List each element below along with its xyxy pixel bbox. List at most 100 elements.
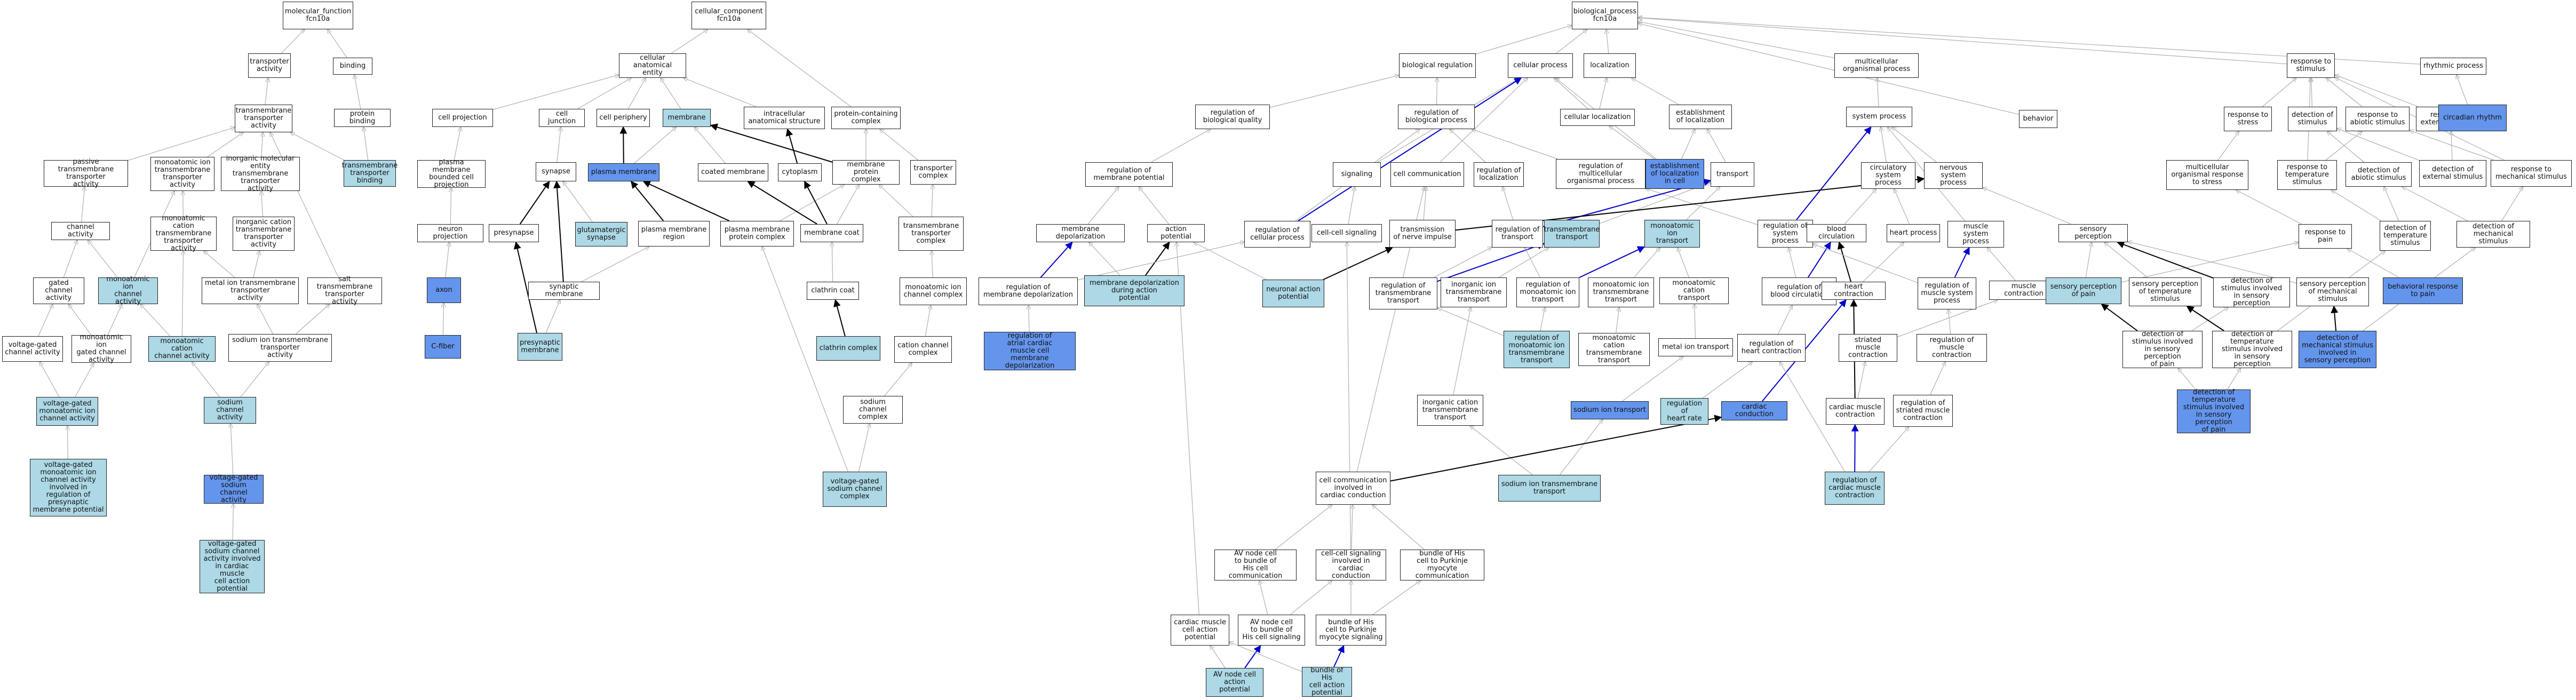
node-mono-ion-transport[interactable]: monoatomic ion transport	[1644, 220, 1700, 248]
node-reg-heart-contr[interactable]: regulation of heart contraction	[1737, 334, 1806, 362]
node-resp-stress[interactable]: response to stress	[2224, 107, 2272, 131]
node-pm-prot-complex[interactable]: plasma membrane protein complex	[720, 221, 794, 246]
node-cell-junc[interactable]: cell junction	[539, 109, 585, 127]
node-cell-proj[interactable]: cell projection	[432, 109, 493, 127]
node-presynapse[interactable]: presynapse	[489, 224, 539, 242]
node-tm-transp-complex[interactable]: transmembrane transporter complex	[899, 217, 964, 251]
node-multicell-stress[interactable]: multicellular organismal response to str…	[2166, 160, 2248, 190]
node-reg-heart-rate[interactable]: regulation of heart rate	[1660, 398, 1708, 425]
node-inorg-cat-tm[interactable]: inorganic cation transmembrane transport	[1417, 395, 1483, 426]
node-reg-muscle-sys[interactable]: regulation of muscle system process	[1918, 277, 1976, 309]
node-detect-stim-pain[interactable]: detection of stimulus involved in sensor…	[2122, 331, 2203, 368]
node-molfunc[interactable]: molecular_function fcn10a	[283, 2, 353, 29]
node-neuronal-ap[interactable]: neuronal action potential	[1262, 280, 1324, 307]
node-his-purkinje-sig[interactable]: bundle of His cell to Purkinje myocyte s…	[1316, 615, 1386, 646]
node-mem-depol-ap[interactable]: membrane depolarization during action po…	[1084, 275, 1184, 306]
node-mono-cat-transport[interactable]: monoatomic cation transport	[1659, 277, 1729, 304]
node-mem-depol[interactable]: membrane depolarization	[1036, 224, 1125, 242]
node-resp-abiotic[interactable]: response to abiotic stimulus	[2346, 107, 2410, 131]
node-cardiac-cond[interactable]: cardiac conduction	[1721, 401, 1787, 420]
node-cellcomp[interactable]: cellular_component fcn10a	[691, 2, 766, 29]
node-cytoplasm[interactable]: cytoplasm	[778, 163, 822, 181]
node-circ-sys[interactable]: circulatory system process	[1861, 162, 1915, 189]
node-mono-cat-tm[interactable]: monoatomic cation transmembrane transpor…	[150, 215, 217, 252]
node-prot-complex[interactable]: protein-containing complex	[831, 107, 901, 129]
node-detect-temp-pain[interactable]: detection of temperature stimulus involv…	[2177, 389, 2251, 434]
node-clathrin-complex[interactable]: clathrin complex	[816, 336, 880, 361]
node-inorg-mol[interactable]: inorganic molecular entity transmembrane…	[221, 155, 300, 193]
node-inorg-ion-tm[interactable]: inorganic ion transmembrane transport	[1441, 277, 1507, 307]
node-mono-ion-gated[interactable]: monoatomic ion gated channel activity	[71, 334, 131, 364]
node-vg-mono-ion[interactable]: voltage-gated monoatomic ion channel act…	[36, 397, 98, 426]
node-metal-ion-transport[interactable]: metal ion transport	[1658, 338, 1733, 356]
node-sens-mech[interactable]: sensory perception of mechanical stimulu…	[2296, 277, 2369, 306]
node-neuron-proj[interactable]: neuron projection	[417, 224, 483, 242]
node-sodium-chan-complex[interactable]: sodium channel complex	[843, 396, 903, 424]
node-detect-stim[interactable]: detection of stimulus	[2288, 107, 2337, 131]
node-binding[interactable]: binding	[333, 58, 372, 75]
node-prot-bind[interactable]: protein binding	[334, 109, 391, 127]
node-reg-bio-qual[interactable]: regulation of biological quality	[1195, 105, 1270, 129]
node-detect-temp-sens[interactable]: detection of temperature stimulus involv…	[2212, 331, 2292, 368]
node-muscle-sys[interactable]: muscle system process	[1947, 221, 2004, 248]
node-blood-circ[interactable]: blood circulation	[1807, 224, 1866, 242]
node-mem-prot-complex[interactable]: membrane protein complex	[832, 160, 900, 185]
node-reg-sys-proc[interactable]: regulation of system process	[1758, 220, 1813, 248]
node-cardiac-muscle-contr[interactable]: cardiac muscle contraction	[1826, 398, 1885, 425]
node-bioproc[interactable]: biological_process fcn10a	[1572, 2, 1638, 29]
node-glut-synapse[interactable]: glutamatergic synapse	[575, 222, 627, 246]
node-metal-ion-tm[interactable]: metal ion transmembrane transporter acti…	[202, 277, 299, 304]
node-resp-mech[interactable]: response to mechanical stimulus	[2491, 160, 2572, 187]
node-rhythmic[interactable]: rhythmic process	[2420, 58, 2486, 75]
node-reg-multicell[interactable]: regulation of multicellular organismal p…	[1556, 159, 1645, 189]
node-signaling[interactable]: signaling	[1333, 162, 1381, 187]
node-detect-mech[interactable]: detection of mechanical stimulus	[2456, 221, 2530, 248]
node-syn-mem[interactable]: synaptic membrane	[528, 282, 600, 300]
node-sens-pain[interactable]: sensory perception of pain	[2046, 277, 2121, 304]
node-tm-transp[interactable]: transmembrane transporter activity	[235, 105, 292, 132]
node-behavior[interactable]: behavior	[2019, 110, 2057, 128]
node-heart-contr[interactable]: heart contraction	[1822, 282, 1886, 300]
node-clathrin-coat[interactable]: clathrin coat	[807, 282, 859, 300]
node-mono-cat-tm-transport[interactable]: monoatomic cation transmembrane transpor…	[1578, 333, 1650, 366]
node-resp-temp[interactable]: response to temperature stimulus	[2277, 160, 2337, 190]
node-cell-cell-sig[interactable]: cell-cell signaling	[1311, 224, 1382, 242]
node-circadian[interactable]: circadian rhythm	[2438, 105, 2507, 131]
node-reg-mem-depol[interactable]: regulation of membrane depolarization	[979, 277, 1078, 305]
node-detect-stim-sens[interactable]: detection of stimulus involved in sensor…	[2213, 277, 2290, 307]
node-tm-transp-bind[interactable]: transmembrane transporter binding	[342, 160, 397, 187]
node-cell-loc[interactable]: cellular localization	[1560, 109, 1635, 126]
node-presyn-mem[interactable]: presynaptic membrane	[518, 333, 562, 361]
node-mem-coat[interactable]: membrane coat	[800, 224, 863, 242]
node-reg-striated[interactable]: regulation of striated muscle contractio…	[1893, 395, 1953, 427]
node-gated-chan[interactable]: gated channel activity	[33, 277, 84, 304]
node-vg-sodium-complex[interactable]: voltage-gated sodium channel complex	[823, 472, 887, 507]
node-detect-abiotic[interactable]: detection of abiotic stimulus	[2346, 162, 2412, 187]
node-cation-chan-complex[interactable]: cation channel complex	[894, 336, 952, 363]
node-cell-proc[interactable]: cellular process	[1508, 53, 1573, 78]
node-reg-cardiac-contr[interactable]: regulation of cardiac muscle contraction	[1825, 472, 1885, 505]
node-sensory-perc[interactable]: sensory perception	[2058, 224, 2128, 242]
node-intracell-struct[interactable]: intracellular anatomical structure	[744, 107, 825, 129]
node-reg-atrial[interactable]: regulation of atrial cardiac muscle cell…	[984, 332, 1076, 370]
node-reg-mono-ion[interactable]: regulation of monoatomic ion transport	[1516, 277, 1579, 307]
node-localization[interactable]: localization	[1584, 53, 1636, 78]
node-tm-transport[interactable]: transmembrane transport	[1544, 220, 1600, 248]
node-synapse[interactable]: synapse	[536, 162, 576, 181]
node-sodium-transport[interactable]: sodium ion transport	[1571, 401, 1649, 419]
node-transp-complex[interactable]: transporter complex	[910, 160, 956, 185]
node-cell-anat[interactable]: cellular anatomical entity	[619, 53, 686, 78]
node-pm-region[interactable]: plasma membrane region	[638, 221, 710, 246]
node-reg-muscle-contr[interactable]: regulation of muscle contraction	[1917, 334, 1987, 362]
node-resp-pain[interactable]: response to pain	[2299, 224, 2352, 249]
node-cell-comm[interactable]: cell communication	[1390, 162, 1464, 187]
node-cell-comm-cardiac[interactable]: cell communication involved in cardiac c…	[1316, 472, 1390, 505]
node-mono-ion-chan-complex[interactable]: monoatomic ion channel complex	[900, 277, 967, 305]
node-reg-mem-pot[interactable]: regulation of membrane potential	[1085, 162, 1173, 187]
node-behav-pain[interactable]: behavioral response to pain	[2383, 277, 2463, 304]
node-vg-sodium[interactable]: voltage-gated sodium channel activity	[204, 474, 264, 504]
node-striated-contr[interactable]: striated muscle contraction	[1839, 334, 1897, 362]
node-vg-chan[interactable]: voltage-gated channel activity	[2, 336, 63, 362]
node-resp-stim[interactable]: response to stimulus	[2287, 53, 2335, 78]
node-cell-periph[interactable]: cell periphery	[597, 109, 650, 127]
